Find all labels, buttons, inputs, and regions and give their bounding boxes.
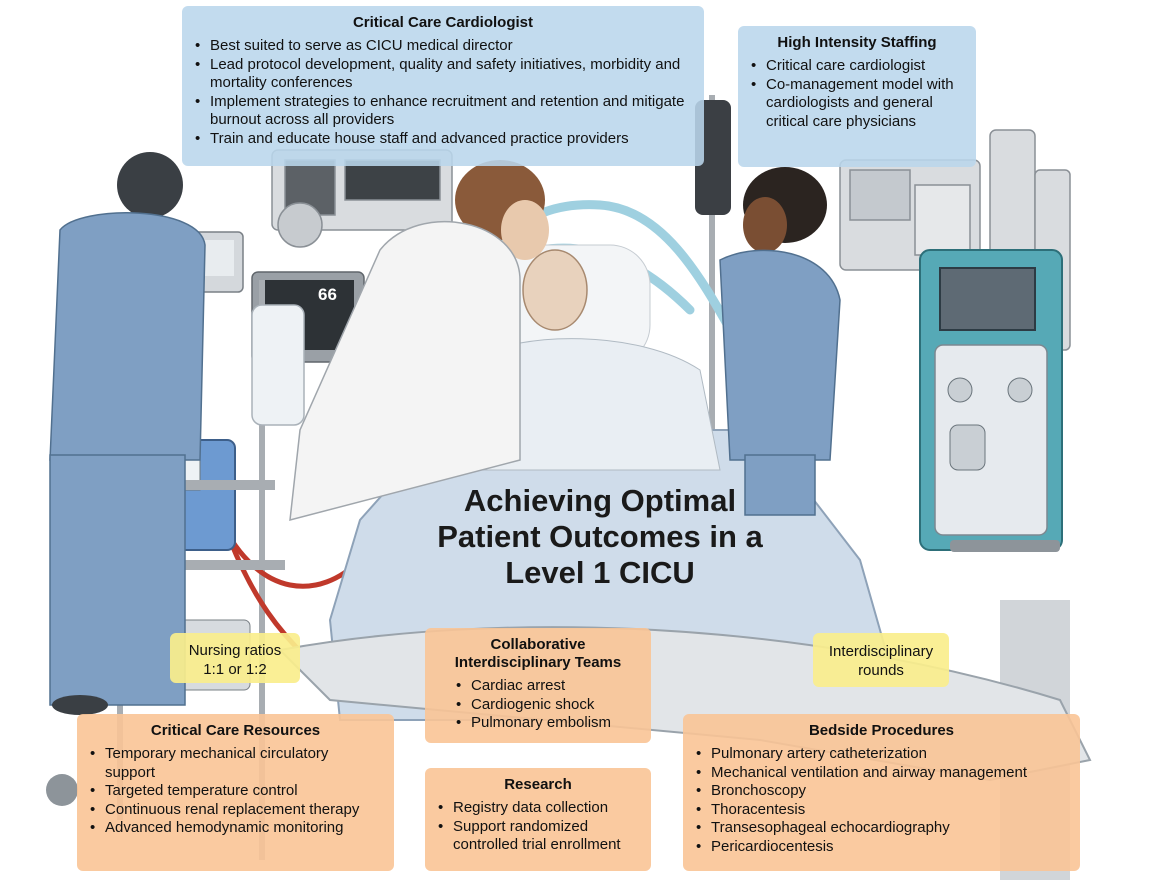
list-item: Pericardiocentesis [695, 838, 1068, 857]
bedside-procedures-heading: Bedside Procedures [808, 722, 955, 739]
list-item: Train and educate house staff and advanc… [194, 130, 692, 149]
list-item: Mechanical ventilation and airway manage… [695, 764, 1068, 783]
critical-care-cardiologist-heading: Critical Care Cardiologist [352, 14, 534, 31]
main-title-line: Patient Outcomes in a [437, 519, 763, 554]
list-item: Pulmonary artery catheterization [695, 745, 1068, 764]
nursing-ratios-line: 1:1 or 1:2 [203, 661, 267, 678]
interdisciplinary-rounds-line: Interdisciplinary [828, 643, 934, 660]
list-item: Co-management model with cardiologists a… [750, 76, 964, 132]
bedside-procedures-list: Pulmonary artery catheterization Mechani… [695, 745, 1068, 856]
list-item: Continuous renal replacement therapy [89, 801, 382, 820]
critical-care-resources-heading: Critical Care Resources [150, 722, 321, 739]
interdisciplinary-rounds-box: Interdisciplinary rounds [813, 633, 949, 687]
list-item: Critical care cardiologist [750, 57, 964, 76]
list-item: Cardiac arrest [455, 677, 639, 696]
collaborative-teams-heading-line: Interdisciplinary Teams [454, 654, 622, 671]
list-item: Registry data collection [437, 799, 639, 818]
research-box: Research Registry data collection Suppor… [425, 768, 651, 871]
monitor-reading: 66 [318, 285, 337, 304]
nursing-ratios-box: Nursing ratios 1:1 or 1:2 [170, 633, 300, 683]
list-item: Bronchoscopy [695, 782, 1068, 801]
iv-bags [251, 100, 731, 426]
main-title-line: Achieving Optimal [463, 483, 737, 518]
list-item: Best suited to serve as CICU medical dir… [194, 37, 692, 56]
interdisciplinary-rounds-line: rounds [858, 662, 904, 679]
cardiologist-figure [289, 160, 549, 522]
collaborative-teams-heading: Collaborative Interdisciplinary Teams [437, 636, 639, 672]
critical-care-cardiologist-box: Critical Care Cardiologist Best suited t… [182, 6, 704, 166]
critical-care-cardiologist-list: Best suited to serve as CICU medical dir… [194, 37, 692, 148]
bed-base [46, 540, 1060, 806]
list-item: Transesophageal echocardiography [695, 819, 1068, 838]
nursing-ratios-line: Nursing ratios [188, 642, 282, 659]
list-item: Lead protocol development, quality and s… [194, 56, 692, 93]
nurse-left-figure [49, 152, 206, 715]
list-item: Thoracentesis [695, 801, 1068, 820]
list-item: Advanced hemodynamic monitoring [89, 819, 382, 838]
list-item: Cardiogenic shock [455, 696, 639, 715]
nurse-right-figure [719, 167, 841, 516]
critical-care-resources-box: Critical Care Resources Temporary mechan… [77, 714, 394, 871]
list-item: Temporary mechanical circulatory support [89, 745, 382, 782]
critical-care-resources-list: Temporary mechanical circulatory support… [89, 745, 382, 838]
high-intensity-staffing-heading: High Intensity Staffing [777, 34, 937, 51]
high-intensity-staffing-box: High Intensity Staffing Critical care ca… [738, 26, 976, 167]
collaborative-teams-list: Cardiac arrest Cardiogenic shock Pulmona… [437, 677, 639, 733]
collaborative-teams-box: Collaborative Interdisciplinary Teams Ca… [425, 628, 651, 743]
research-list: Registry data collection Support randomi… [437, 799, 639, 855]
main-title-line: Level 1 CICU [505, 555, 695, 590]
list-item: Implement strategies to enhance recruitm… [194, 93, 692, 130]
high-intensity-staffing-list: Critical care cardiologist Co-management… [750, 57, 964, 131]
bedside-procedures-box: Bedside Procedures Pulmonary artery cath… [683, 714, 1080, 871]
collaborative-teams-heading-line: Collaborative [490, 636, 586, 653]
main-title: Achieving Optimal Patient Outcomes in a … [400, 483, 800, 591]
list-item: Support randomized controlled trial enro… [437, 818, 639, 855]
list-item: Targeted temperature control [89, 782, 382, 801]
list-item: Pulmonary embolism [455, 714, 639, 733]
research-heading: Research [504, 776, 572, 793]
